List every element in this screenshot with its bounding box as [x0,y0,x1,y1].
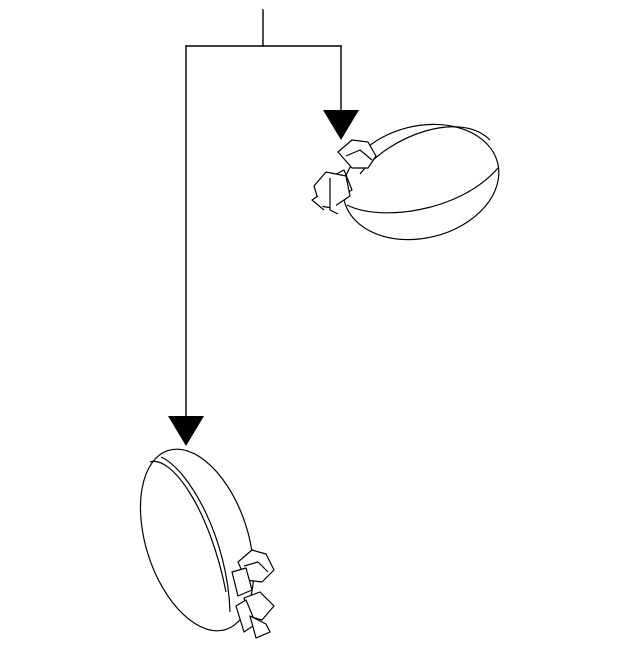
callout-arrow-lower [168,416,204,446]
callout-arrow-upper [323,110,359,140]
leader-lines [185,9,342,419]
hose-clamp-lower [139,448,275,639]
hose-clamp-upper [311,123,500,241]
